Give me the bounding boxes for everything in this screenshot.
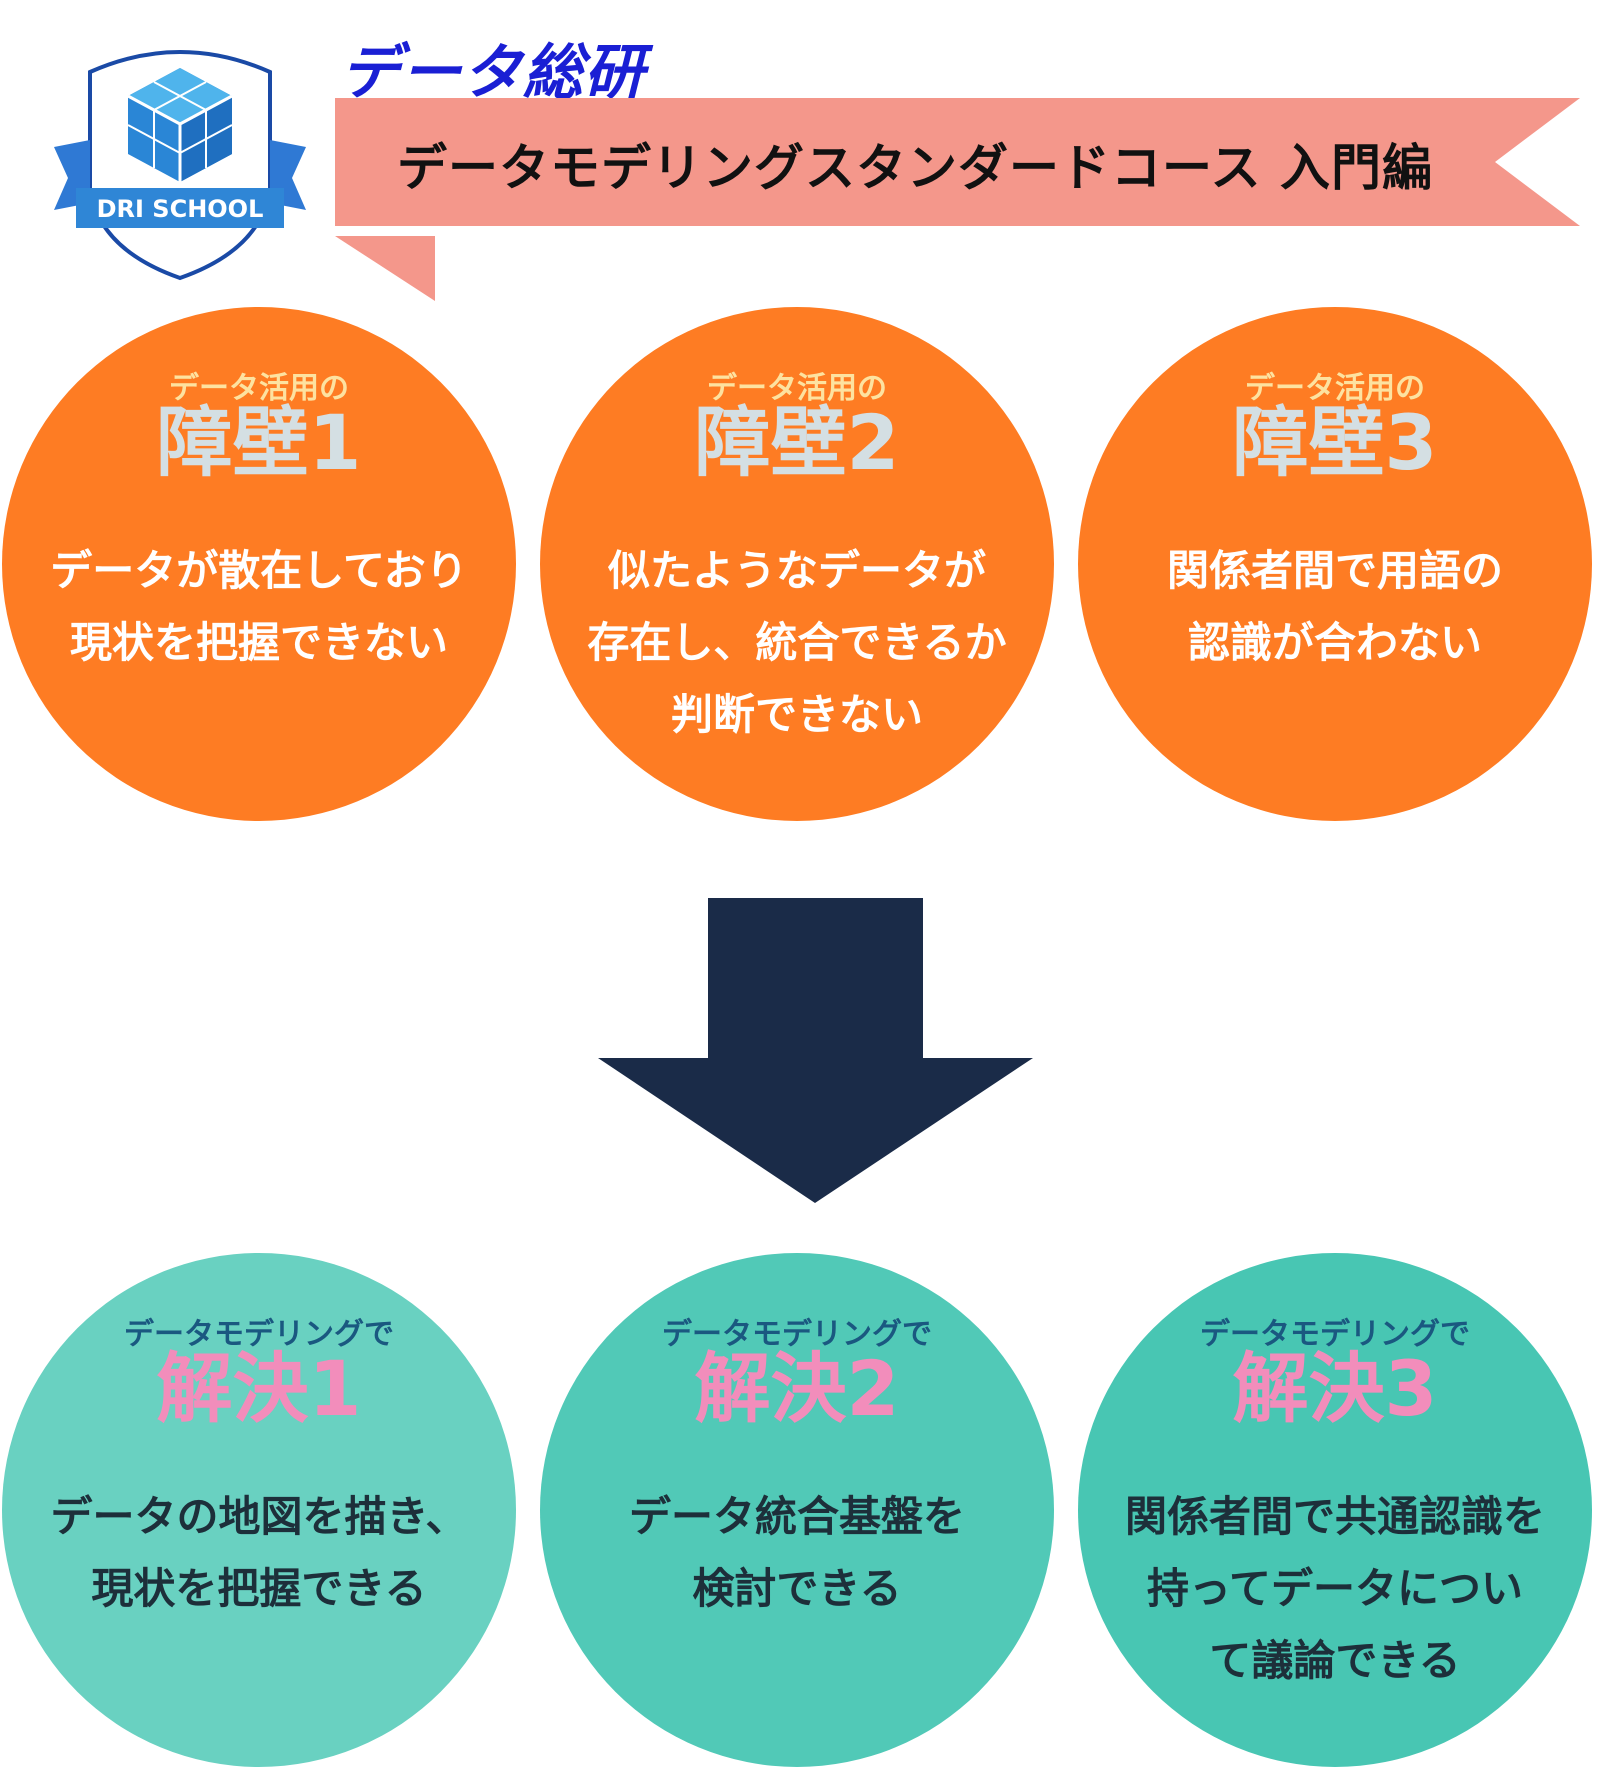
solution-headline: 解決1	[156, 1344, 362, 1433]
cube-icon	[127, 68, 233, 182]
brand-name: データ総研	[340, 38, 645, 108]
solution-description: データの地図を描き、 現状を把握できる	[50, 1492, 468, 1613]
down-arrow-icon	[598, 898, 1033, 1203]
barrier-description: 関係者間で用語の 認識が合わない	[1166, 546, 1503, 667]
solution-description: データ統合基盤を 検討できる	[628, 1492, 965, 1613]
barrier-circle-3: データ活用の 障壁3 関係者間で用語の 認識が合わない	[1078, 307, 1592, 821]
solution-headline: 解決3	[1232, 1344, 1438, 1433]
svg-text:DRI SCHOOL: DRI SCHOOL	[97, 195, 264, 223]
solution-circle-1: データモデリングで 解決1 データの地図を描き、 現状を把握できる	[2, 1253, 516, 1767]
barrier-circle-2: データ活用の 障壁2 似たようなデータが 存在し、統合できるか 判断できない	[540, 307, 1054, 821]
barrier-description: データが散在しており 現状を把握できない	[50, 546, 468, 667]
solution-kicker: データモデリングで	[1200, 1317, 1470, 1352]
dri-school-logo: DRI SCHOOL	[54, 50, 306, 281]
solution-description: 関係者間で共通認識を 持ってデータについ て議論できる	[1124, 1492, 1545, 1685]
barrier-headline: 障壁3	[1232, 398, 1438, 487]
course-title: データモデリングスタンダードコース 入門編	[397, 139, 1433, 197]
barrier-kicker: データ活用の	[169, 371, 349, 406]
barrier-description: 似たようなデータが 存在し、統合できるか 判断できない	[587, 546, 1007, 739]
solution-headline: 解決2	[694, 1344, 900, 1433]
solution-kicker: データモデリングで	[124, 1317, 394, 1352]
solution-kicker: データモデリングで	[662, 1317, 932, 1352]
barrier-kicker: データ活用の	[707, 371, 887, 406]
course-ribbon	[335, 98, 1580, 301]
solution-circle-2: データモデリングで 解決2 データ統合基盤を 検討できる	[540, 1253, 1054, 1767]
barrier-kicker: データ活用の	[1245, 371, 1425, 406]
barrier-circle-1: データ活用の 障壁1 データが散在しており 現状を把握できない	[2, 307, 516, 821]
barrier-headline: 障壁2	[694, 398, 900, 487]
barrier-headline: 障壁1	[156, 398, 362, 487]
solution-circle-3: データモデリングで 解決3 関係者間で共通認識を 持ってデータについ て議論でき…	[1078, 1253, 1592, 1767]
